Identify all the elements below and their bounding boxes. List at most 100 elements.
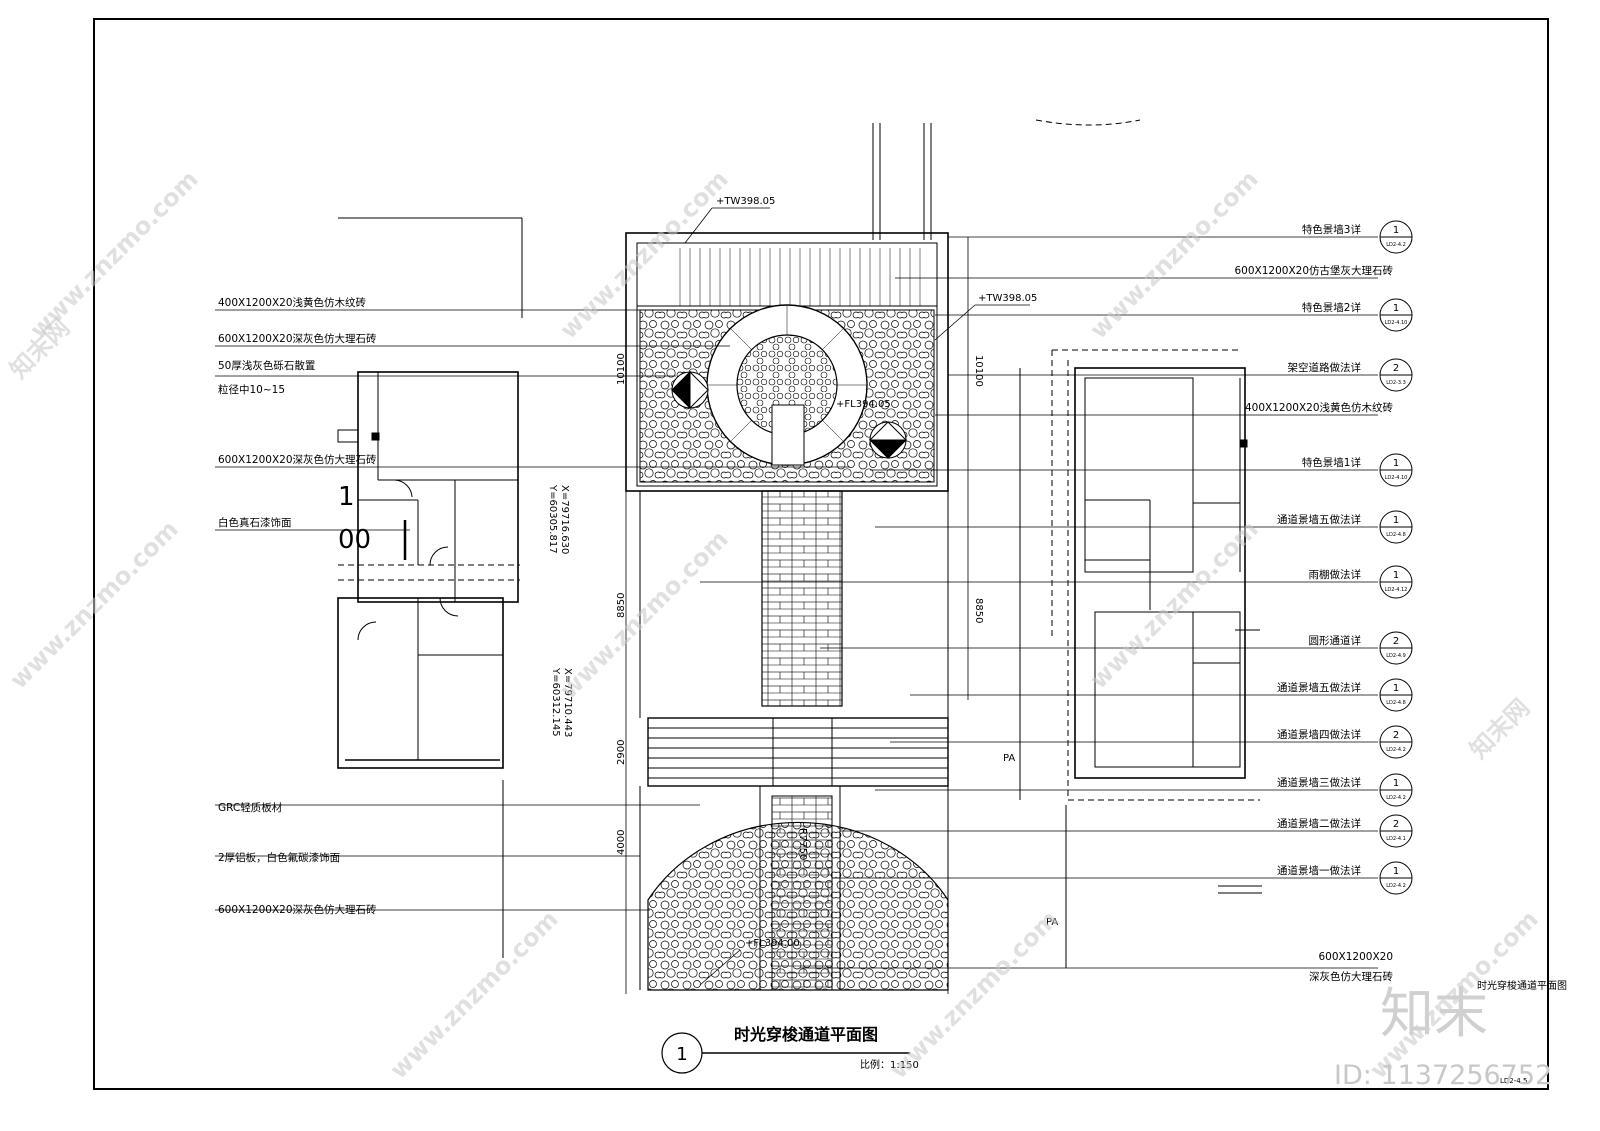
watermark-text: www.znzmo.com	[384, 905, 563, 1084]
watermark-text: 知末网	[1464, 694, 1535, 765]
svg-text:00: 00	[338, 525, 371, 555]
pa-mark-1: PA	[1003, 753, 1015, 764]
dim-10100-right: 10100	[973, 355, 984, 387]
label-aluminum: 2厚铝板，白色氟碳漆饰面	[218, 851, 340, 864]
svg-text:LD2-4.2: LD2-4.2	[1386, 795, 1406, 801]
corridor-plan	[625, 123, 949, 991]
dim-4000: 4000	[616, 830, 627, 855]
wood-tile-band	[679, 248, 921, 306]
level-marker-right	[868, 421, 908, 459]
label-marble-tile-2: 600X1200X20深灰色仿大理石砖	[218, 453, 377, 466]
corner-note: LD2-4.5	[1500, 1077, 1527, 1085]
label-grc: GRC轻质板材	[218, 801, 283, 814]
label-bottom-right-1: 600X1200X20	[1318, 951, 1393, 963]
level-marker-left	[671, 370, 709, 410]
right-building-plan	[1019, 119, 1262, 968]
svg-text:2: 2	[1393, 819, 1399, 830]
label-canopy: 雨棚做法详	[1309, 568, 1362, 581]
watermark-text: www.znzmo.com	[1084, 515, 1263, 694]
svg-text:LD2-4.10: LD2-4.10	[1385, 320, 1408, 326]
drawing-title: 时光穿梭通道平面图	[734, 1025, 878, 1044]
coord-y-1: Y=60305.817	[547, 484, 558, 554]
label-gravel-size: 粒径中10~15	[218, 383, 285, 396]
svg-text:2: 2	[1393, 636, 1399, 647]
svg-text:1: 1	[1393, 225, 1399, 236]
drawing-scale: 比例：1:150	[860, 1058, 919, 1071]
dim-10100-left: 10100	[616, 353, 627, 385]
svg-text:LD2-3.3: LD2-3.3	[1386, 380, 1406, 386]
watermark-text: www.znzmo.com	[1084, 165, 1263, 344]
svg-text:LD2-4.2: LD2-4.2	[1386, 242, 1406, 248]
pa-mark-2: PA	[1046, 917, 1058, 928]
watermark-text: www.znzmo.com	[554, 525, 733, 704]
label-marble-tile-3: 600X1200X20深灰色仿大理石砖	[218, 903, 377, 916]
right-labels: 特色景墙3详 600X1200X20仿古堡灰大理石砖 特色景墙2详 架空道路做法…	[1234, 223, 1393, 983]
svg-text:1: 1	[1393, 458, 1399, 469]
svg-text:LD2-4.2: LD2-4.2	[1386, 883, 1406, 889]
dim-2900: 2900	[616, 740, 627, 765]
label-circular-passage: 圆形通道详	[1309, 634, 1362, 647]
label-marble-tile-1: 600X1200X20深灰色仿大理石砖	[218, 332, 377, 345]
sheet-border	[93, 18, 1549, 1090]
svg-text:LD2-4.8: LD2-4.8	[1386, 532, 1406, 538]
label-wood-tile: 400X1200X20浅黄色仿木纹砖	[218, 296, 367, 309]
coord-x-2: X=79710.443	[562, 668, 573, 737]
svg-text:1: 1	[1393, 515, 1399, 526]
drawing-title-block: 1 时光穿梭通道平面图 比例：1:150 时光穿梭通道平面图 LD2-4.5	[661, 979, 1567, 1085]
label-feature-wall-3: 特色景墙3详	[1302, 223, 1361, 236]
svg-text:LD2-4.1: LD2-4.1	[1386, 836, 1406, 842]
coord-x-1: X=79716.630	[559, 485, 570, 554]
leader-lines	[215, 236, 1378, 969]
svg-text:LD2-4.2: LD2-4.2	[1386, 747, 1406, 753]
dim-8850-right: 8850	[973, 598, 984, 623]
elevation-fl-1: +FL394.05	[836, 399, 891, 410]
elevation-tw-1: +TW398.05	[716, 196, 775, 207]
label-wood-tile-right: 400X1200X20浅黄色仿木纹砖	[1245, 401, 1394, 414]
svg-text:LD2-4.9: LD2-4.9	[1386, 653, 1406, 659]
dimension-lines	[625, 237, 969, 994]
label-stone-paint: 白色真石漆饰面	[218, 516, 292, 529]
watermark-id: ID: 1137256752	[1334, 1060, 1552, 1091]
drawing-number: 1	[676, 1044, 687, 1065]
label-passage-wall-4: 通道景墙四做法详	[1277, 728, 1361, 741]
watermark-logo: 知末	[1380, 982, 1488, 1045]
dim-radius: R7750	[797, 828, 808, 860]
dim-8850-left: 8850	[616, 593, 627, 618]
label-passage-wall-5a: 通道景墙五做法详	[1277, 513, 1361, 526]
svg-text:LD2-4.12: LD2-4.12	[1385, 587, 1408, 593]
label-elevated-road: 架空道路做法详	[1288, 361, 1362, 374]
svg-text:1: 1	[1393, 570, 1399, 581]
label-bottom-right-2: 深灰色仿大理石砖	[1309, 970, 1393, 983]
coord-y-2: Y=60312.145	[550, 667, 561, 737]
svg-text:1: 1	[1393, 303, 1399, 314]
label-feature-wall-1: 特色景墙1详	[1302, 456, 1361, 469]
elevation-fl-2: +FL394.00	[745, 938, 800, 949]
label-gravel: 50厚浅灰色砾石散置	[218, 359, 315, 372]
svg-text:1: 1	[1393, 683, 1399, 694]
label-castle-grey: 600X1200X20仿古堡灰大理石砖	[1234, 264, 1393, 277]
svg-text:2: 2	[1393, 730, 1399, 741]
brick-path	[761, 490, 843, 707]
label-passage-wall-5b: 通道景墙五做法详	[1277, 681, 1361, 694]
label-passage-wall-3: 通道景墙三做法详	[1277, 776, 1361, 789]
sheet-label: 时光穿梭通道平面图	[1477, 979, 1567, 992]
svg-text:2: 2	[1393, 363, 1399, 374]
label-passage-wall-2: 通道景墙二做法详	[1277, 817, 1361, 830]
left-building-plan: 1 00	[337, 217, 523, 958]
label-feature-wall-2: 特色景墙2详	[1302, 301, 1361, 314]
label-passage-wall-1: 通道景墙一做法详	[1277, 864, 1361, 877]
